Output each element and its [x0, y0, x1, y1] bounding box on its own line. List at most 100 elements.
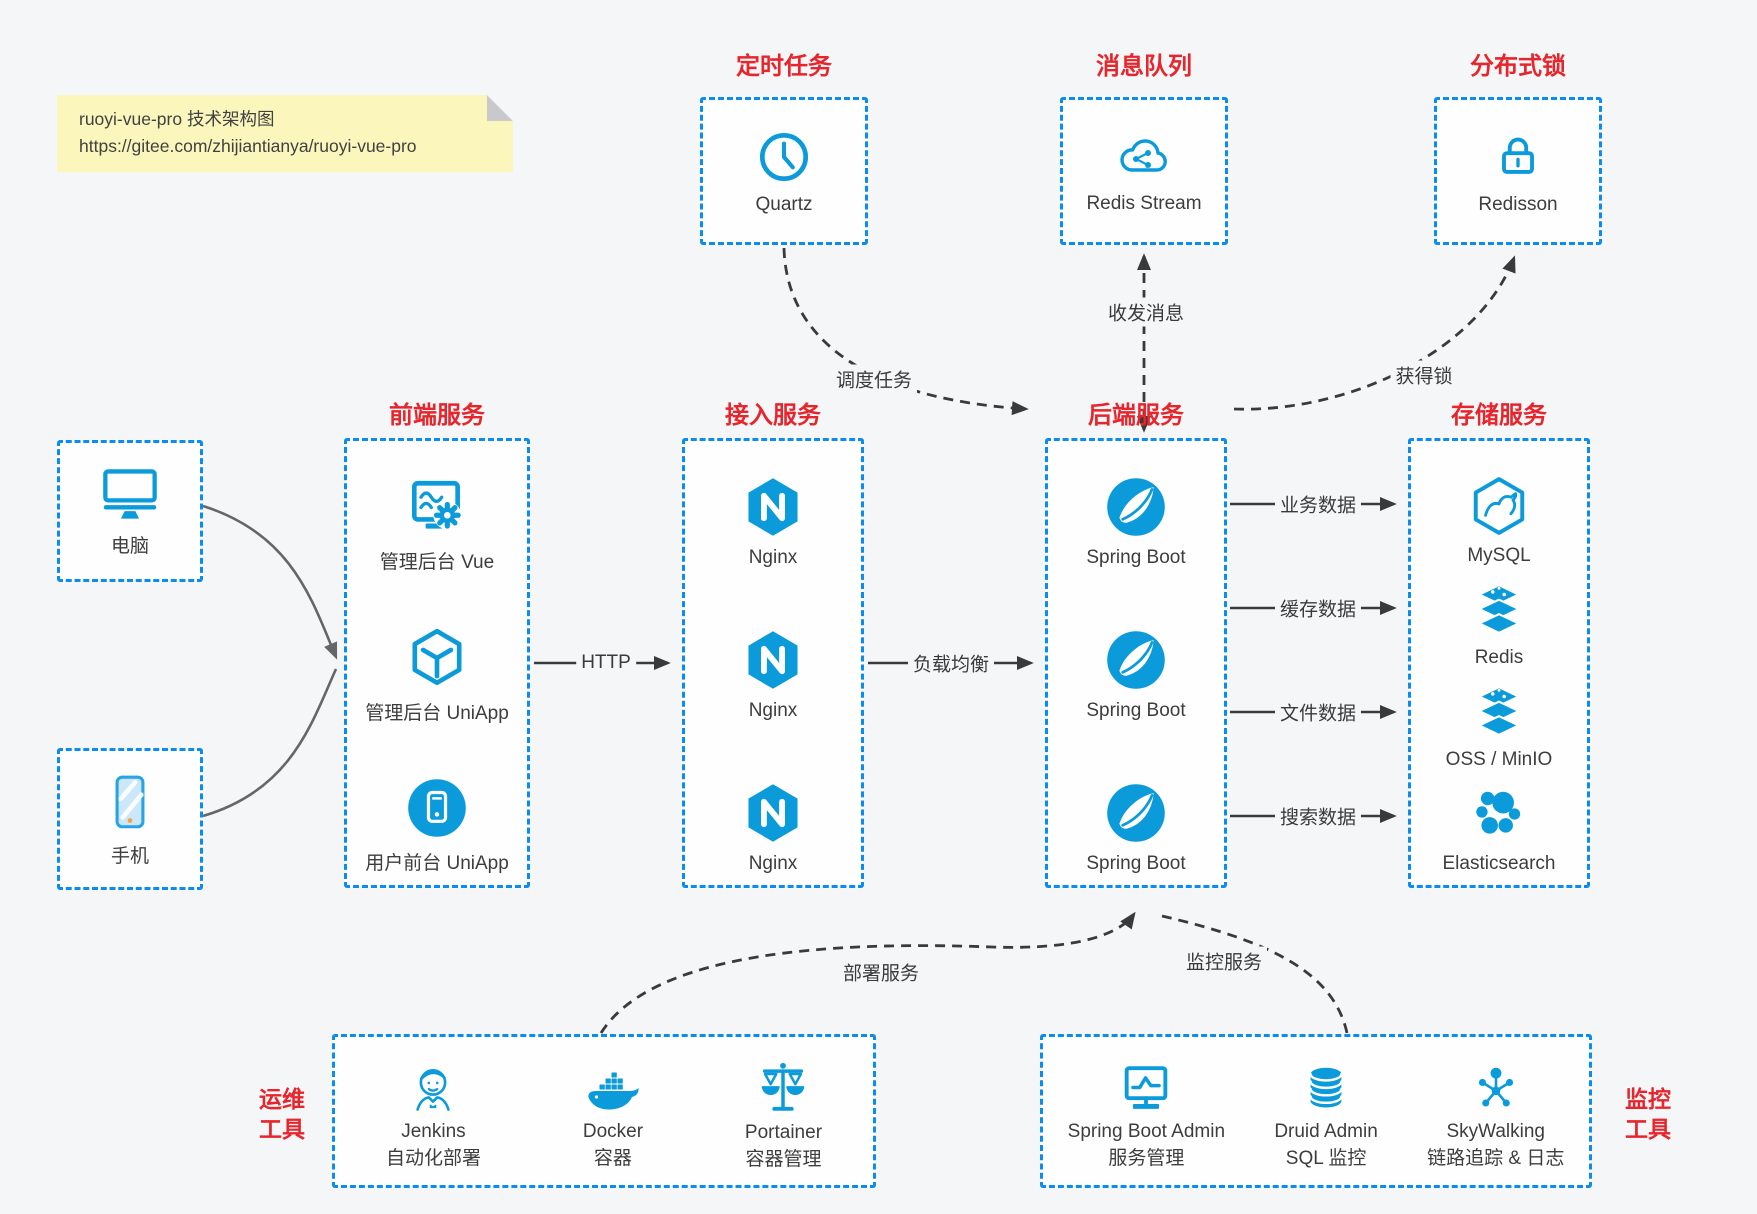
monitor-label-line2: 工具 [1625, 1116, 1671, 1142]
node-docker: Docker 容器 [583, 1061, 643, 1171]
elasticsearch-icon [1467, 783, 1531, 845]
edge-label-deploy: 部署服务 [837, 957, 925, 987]
column-title-backend: 后端服务 [1088, 402, 1184, 429]
node-name: Jenkins [401, 1121, 466, 1142]
edge-label-business-data: 业务数据 [1274, 489, 1362, 519]
node-label: Spring Boot [1086, 547, 1186, 568]
edge-label-load-balance: 负载均衡 [907, 648, 995, 678]
node-label: Elasticsearch [1442, 853, 1556, 874]
jenkins-icon [405, 1061, 461, 1117]
node-spring-boot-admin: Spring Boot Admin 服务管理 [1068, 1061, 1225, 1171]
group-title-monitor-tools: 监控 工具 [1605, 1084, 1691, 1144]
portainer-icon [754, 1060, 812, 1118]
node-elasticsearch: Elasticsearch [1443, 783, 1556, 875]
spring-icon [1104, 628, 1168, 692]
edge-label-schedule-task: 调度任务 [830, 364, 918, 394]
note-url: https://gitee.com/zhijiantianya/ruoyi-vu… [79, 136, 417, 156]
spring-icon [1104, 475, 1168, 539]
redis-stack-icon [1467, 681, 1531, 741]
group-title-message-queue: 消息队列 [1096, 53, 1192, 80]
nginx-icon [741, 628, 805, 692]
druid-icon [1298, 1061, 1354, 1117]
edge-phone-to-frontend [202, 668, 338, 818]
node-desc: 链路追踪 & 日志 [1427, 1148, 1565, 1169]
node-label: MySQL [1467, 545, 1531, 566]
node-mysql: MySQL [1467, 475, 1531, 567]
node-springboot-2: Spring Boot [1086, 628, 1186, 722]
node-redisson: Redisson [1434, 97, 1602, 245]
node-name: Spring Boot Admin [1067, 1121, 1226, 1142]
group-ops-tools: Jenkins 自动化部署 Docker 容器 [332, 1034, 876, 1188]
column-title-frontend: 前端服务 [389, 402, 485, 429]
ops-label-line1: 运维 [259, 1086, 305, 1112]
ops-label-line2: 工具 [259, 1116, 305, 1142]
skywalking-icon [1468, 1061, 1524, 1117]
node-label: Nginx [748, 853, 798, 874]
node-desc: 服务管理 [1108, 1148, 1185, 1169]
node-name: Portainer [744, 1122, 823, 1143]
cloud-mq-icon [1111, 127, 1177, 187]
clock-icon [753, 126, 815, 188]
edge-desktop-to-frontend [202, 504, 338, 660]
sticky-note: ruoyi-vue-pro 技术架构图 https://gitee.com/zh… [57, 95, 513, 172]
node-oss-minio: OSS / MinIO [1445, 681, 1553, 771]
node-druid-admin: Druid Admin SQL 监控 [1274, 1061, 1378, 1171]
node-label: 电脑 [110, 535, 149, 557]
node-skywalking: SkyWalking 链路追踪 & 日志 [1427, 1061, 1564, 1171]
edge-label-http: HTTP [576, 651, 636, 675]
node-label: Nginx [748, 700, 798, 721]
node-redis-stream: Redis Stream [1060, 97, 1228, 245]
column-gateway-services: Nginx Nginx Nginx [682, 438, 864, 888]
node-jenkins: Jenkins 自动化部署 [386, 1061, 481, 1171]
node-name: Druid Admin [1274, 1121, 1378, 1142]
nginx-icon [741, 475, 805, 539]
column-backend-services: Spring Boot Spring Boot Spring Boot [1045, 438, 1227, 888]
node-springboot-1: Spring Boot [1086, 475, 1186, 569]
node-nginx-1: Nginx [741, 475, 805, 569]
node-phone-client: 手机 [57, 748, 203, 890]
group-title-distributed-lock: 分布式锁 [1470, 53, 1566, 80]
node-desc: 自动化部署 [385, 1148, 481, 1169]
node-nginx-3: Nginx [741, 781, 805, 875]
node-label: Redis Stream [1086, 193, 1202, 214]
admin-vue-icon [405, 475, 469, 539]
edge-label-file-data: 文件数据 [1274, 697, 1362, 727]
phone-icon [99, 771, 161, 835]
edge-label-cache-data: 缓存数据 [1274, 593, 1362, 623]
cube-icon [405, 626, 469, 690]
node-label: Spring Boot [1086, 700, 1186, 721]
node-desc: SQL 监控 [1285, 1148, 1367, 1169]
sba-icon [1117, 1061, 1175, 1117]
user-app-icon [405, 776, 469, 840]
edge-label-search-data: 搜索数据 [1274, 801, 1362, 831]
column-frontend-services: 管理后台 Vue 管理后台 UniApp 用户前台 UniApp [344, 438, 530, 888]
edge-label-monitor: 监控服务 [1180, 946, 1268, 976]
node-label: OSS / MinIO [1445, 749, 1553, 770]
node-user-uniapp: 用户前台 UniApp [365, 776, 509, 875]
edge-label-message: 收发消息 [1102, 297, 1190, 327]
node-label: Redisson [1478, 194, 1558, 215]
node-label: 用户前台 UniApp [365, 853, 509, 874]
node-desktop-client: 电脑 [57, 440, 203, 582]
edge-deploy-service [599, 911, 1136, 1034]
node-desc: 容器管理 [745, 1149, 822, 1170]
desktop-icon [97, 465, 163, 525]
group-monitor-tools: Spring Boot Admin 服务管理 Druid Admin SQL 监… [1040, 1034, 1592, 1188]
column-title-gateway: 接入服务 [725, 402, 821, 429]
node-admin-uniapp: 管理后台 UniApp [365, 626, 509, 725]
column-storage-services: MySQL Redis OSS [1408, 438, 1590, 888]
monitor-label-line1: 监控 [1625, 1086, 1671, 1112]
node-label: Spring Boot [1086, 853, 1186, 874]
node-redis: Redis [1467, 579, 1531, 669]
edge-acquire-lock [1233, 255, 1516, 411]
nginx-icon [741, 781, 805, 845]
mysql-icon [1468, 475, 1530, 537]
node-name: SkyWalking [1446, 1121, 1545, 1142]
edge-monitor-service [1161, 914, 1349, 1034]
edge-schedule-task [782, 247, 1029, 416]
node-nginx-2: Nginx [741, 628, 805, 722]
node-label: Redis [1474, 647, 1524, 668]
node-portainer: Portainer 容器管理 [745, 1060, 822, 1172]
node-label: Nginx [748, 547, 798, 568]
